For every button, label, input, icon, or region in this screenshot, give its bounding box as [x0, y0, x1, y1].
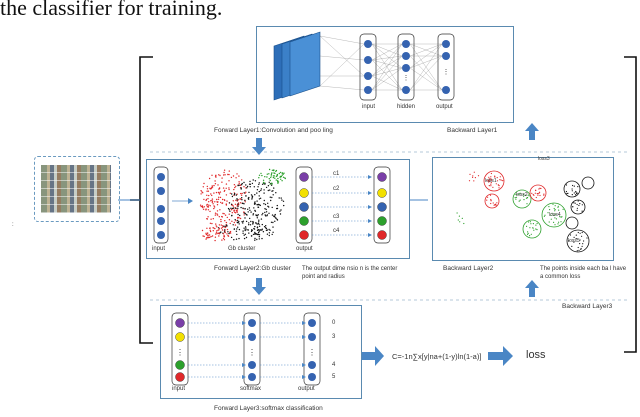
- f3-val-0: 0: [332, 320, 336, 326]
- svg-text:⋮: ⋮: [443, 69, 450, 76]
- b2-loss4: loss4: [549, 212, 561, 218]
- svg-text:⋮: ⋮: [308, 348, 316, 357]
- forward2-title: Forward Layer2:Gb cluster: [214, 265, 291, 272]
- f3-val-4: 4: [332, 362, 336, 368]
- arrow-up-2: [525, 280, 539, 297]
- f1-hidden-label: hidden: [397, 104, 416, 110]
- svg-text:⋮: ⋮: [248, 348, 256, 357]
- right-bracket: [624, 56, 637, 353]
- arrow-up-1: [525, 123, 539, 140]
- dataset-image-frame: [34, 156, 120, 222]
- f2-gb-label: Gb cluster: [228, 246, 256, 252]
- arrow-right-loss: [488, 346, 513, 366]
- f1-output-label: output: [436, 104, 453, 110]
- forward3-title: Forward Layer3:softmax classification: [214, 405, 323, 412]
- f1-input-label: input: [362, 104, 376, 110]
- backward1-title: Backward Layer1: [447, 127, 498, 134]
- b2-loss2: loss2: [516, 192, 528, 198]
- f3-input-label: input: [172, 386, 186, 392]
- f2-input-label: input: [152, 246, 166, 252]
- b2-loss1: loss1: [485, 178, 497, 184]
- svg-text:⋮: ⋮: [403, 75, 410, 82]
- svg-text:⋮: ⋮: [176, 348, 184, 357]
- forward1-title: Forward Layer1:Convolution and poo ling: [214, 127, 333, 134]
- forward1-network: ⋮ ⋮: [273, 31, 455, 101]
- tiny-mark: :: [12, 222, 14, 228]
- f3-val-3: 3: [332, 334, 336, 340]
- dataset-image-grid-lines: [41, 165, 111, 213]
- forward2-network: [153, 163, 391, 245]
- c3-label: c3: [333, 214, 340, 220]
- backward2-box: [432, 157, 614, 261]
- b2-loss3: loss3: [538, 156, 550, 162]
- c4-label: c4: [333, 228, 340, 234]
- f2-output-label: output: [296, 246, 313, 252]
- forward2-note: The output dime nsio n is the center poi…: [302, 266, 398, 280]
- f3-val-5: 5: [332, 374, 336, 380]
- f3-output-label: output: [298, 386, 315, 392]
- b2-loss5: loss5: [568, 238, 580, 244]
- arrow-down-1: [252, 138, 266, 155]
- backward2-title: Backward Layer2: [443, 265, 494, 272]
- f3-softmax-label: softmax: [240, 386, 262, 392]
- arrow-right-formula: [360, 346, 384, 366]
- c1-label: c1: [333, 171, 340, 177]
- backward2-clusters: [456, 170, 595, 253]
- forward3-box: [160, 305, 362, 399]
- loss-label: loss: [526, 349, 546, 361]
- c2-label: c2: [333, 186, 340, 192]
- caption-text: the classifier for training.: [0, 0, 223, 20]
- backward2-note: The points inside each ba l have a commo…: [540, 266, 627, 280]
- loss-formula: C=-1n∑x[y|na+(1-y)ln(1-a)]: [392, 352, 482, 361]
- backward3-title: Backward Layer3: [562, 303, 613, 310]
- forward3-network: ⋮ ⋮ ⋮: [171, 312, 321, 386]
- arrow-down-2: [252, 278, 266, 295]
